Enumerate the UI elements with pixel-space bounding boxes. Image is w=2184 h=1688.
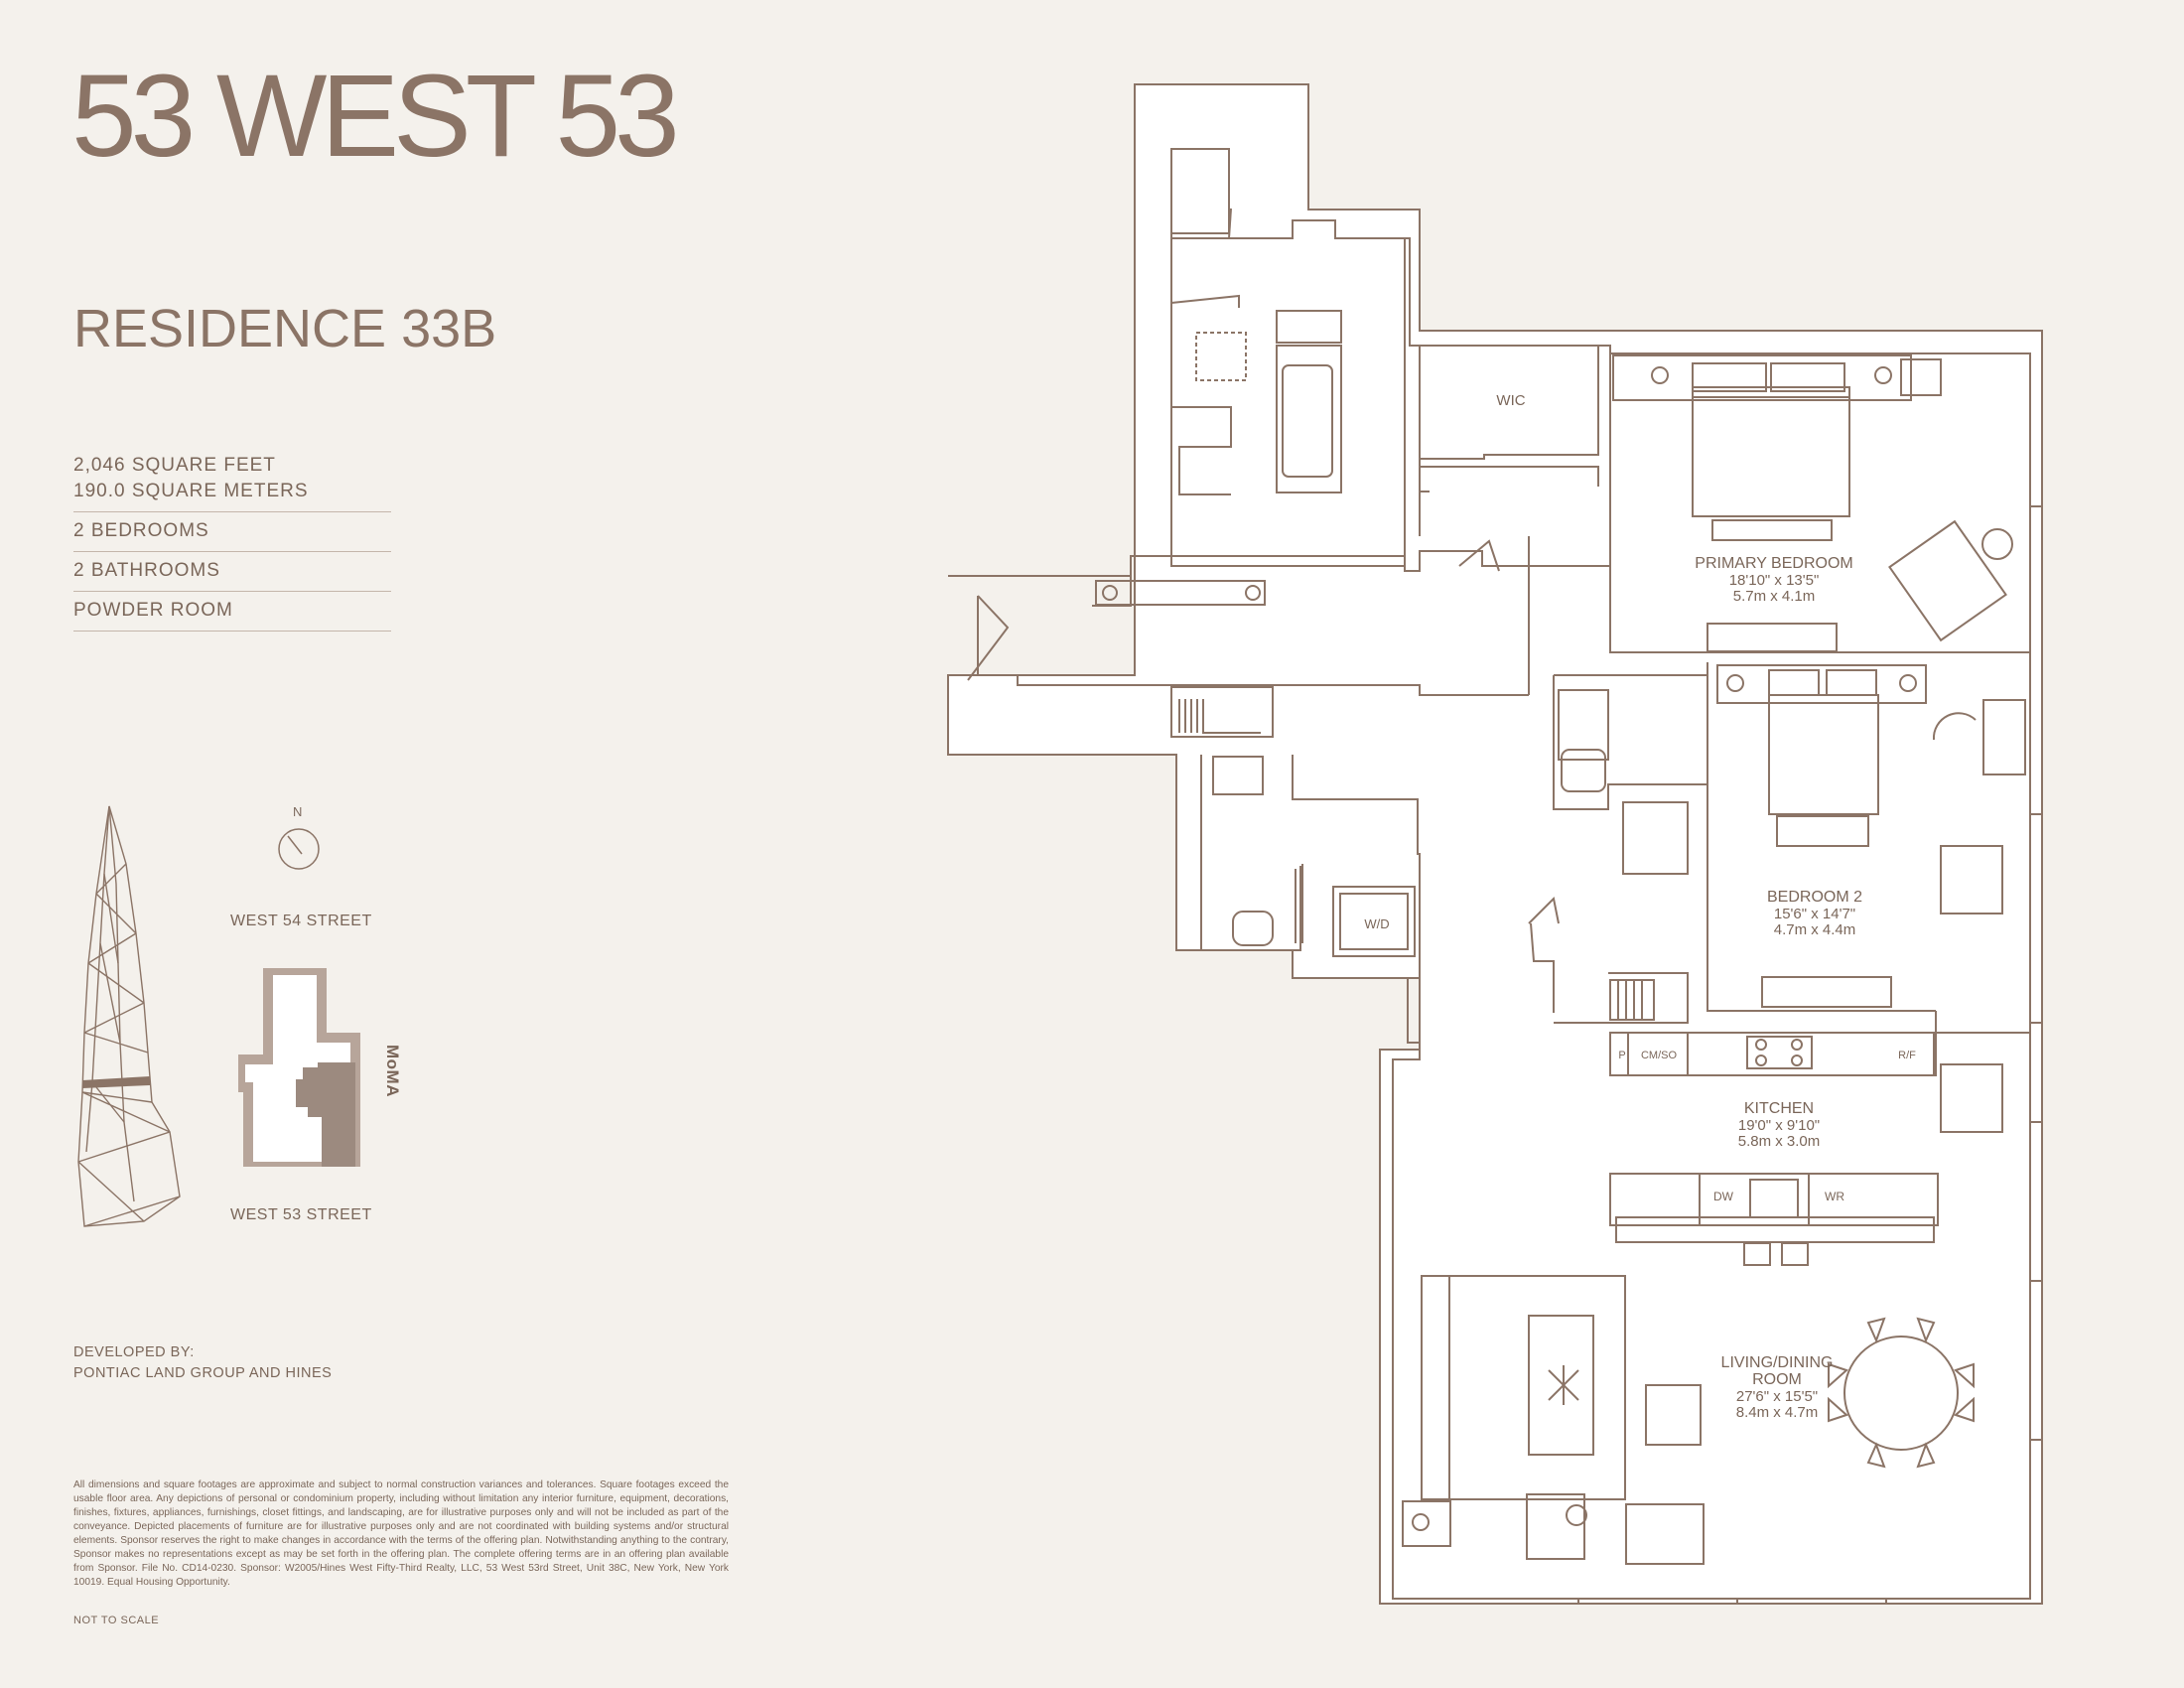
- not-to-scale-label: NOT TO SCALE: [73, 1615, 160, 1626]
- developer-name: PONTIAC LAND GROUP AND HINES: [73, 1365, 333, 1381]
- spec-square-meters: 190.0 SQUARE METERS: [73, 481, 309, 501]
- residence-title: RESIDENCE 33B: [73, 299, 497, 358]
- street-north-label: WEST 54 STREET: [230, 913, 372, 929]
- primary-bedroom-name: PRIMARY BEDROOM: [1695, 555, 1852, 572]
- street-south-label: WEST 53 STREET: [230, 1206, 372, 1223]
- developer-block: DEVELOPED BY: PONTIAC LAND GROUP AND HIN…: [73, 1342, 332, 1384]
- pantry-label: P: [1618, 1050, 1625, 1061]
- spec-bathrooms-label: 2 BATHROOMS: [73, 560, 220, 581]
- spec-bathrooms: 2 BATHROOMS: [73, 552, 391, 592]
- dishwasher-label: DW: [1713, 1190, 1734, 1203]
- wic-label: WIC: [1496, 392, 1525, 409]
- living-name-line2: ROOM: [1752, 1371, 1802, 1388]
- living-metric: 8.4m x 4.7m: [1736, 1404, 1819, 1421]
- wd-label: W/D: [1364, 916, 1389, 931]
- compass-north-label: N: [293, 804, 303, 819]
- spec-powder-room: POWDER ROOM: [73, 592, 391, 632]
- living-imperial: 27'6" x 15'5": [1736, 1388, 1818, 1405]
- kitchen-metric: 5.8m x 3.0m: [1738, 1133, 1821, 1150]
- spec-square-feet: 2,046 SQUARE FEET: [73, 455, 276, 476]
- primary-bedroom-imperial: 18'10" x 13'5": [1729, 572, 1820, 589]
- living-name-line1: LIVING/DINING: [1721, 1354, 1834, 1371]
- disclaimer-text: All dimensions and square footages are a…: [73, 1479, 729, 1588]
- compass-icon: [278, 828, 320, 870]
- kitchen-imperial: 19'0" x 9'10": [1738, 1117, 1820, 1134]
- kitchen-name: KITCHEN: [1744, 1100, 1814, 1117]
- brand-title: 53 WEST 53: [71, 51, 680, 182]
- bedroom2-metric: 4.7m x 4.4m: [1774, 921, 1856, 938]
- plan-outline: [947, 83, 2043, 1605]
- spec-area: 2,046 SQUARE FEET 190.0 SQUARE METERS: [73, 447, 391, 512]
- tower-elevation-icon: [77, 805, 181, 1227]
- developer-label: DEVELOPED BY:: [73, 1344, 195, 1360]
- bedroom2-name: BEDROOM 2: [1767, 889, 1862, 906]
- fridge-label: R/F: [1898, 1050, 1916, 1061]
- spec-list: 2,046 SQUARE FEET 190.0 SQUARE METERS 2 …: [73, 447, 391, 632]
- primary-bedroom-metric: 5.7m x 4.1m: [1733, 588, 1816, 605]
- spec-powder-room-label: POWDER ROOM: [73, 600, 233, 621]
- spec-bedrooms: 2 BEDROOMS: [73, 512, 391, 552]
- bedroom2-imperial: 15'6" x 14'7": [1774, 906, 1855, 922]
- cmso-label: CM/SO: [1641, 1050, 1678, 1061]
- spec-bedrooms-label: 2 BEDROOMS: [73, 520, 209, 541]
- keyplan-footprint: [238, 968, 360, 1167]
- wine-refrigerator-label: WR: [1825, 1190, 1844, 1203]
